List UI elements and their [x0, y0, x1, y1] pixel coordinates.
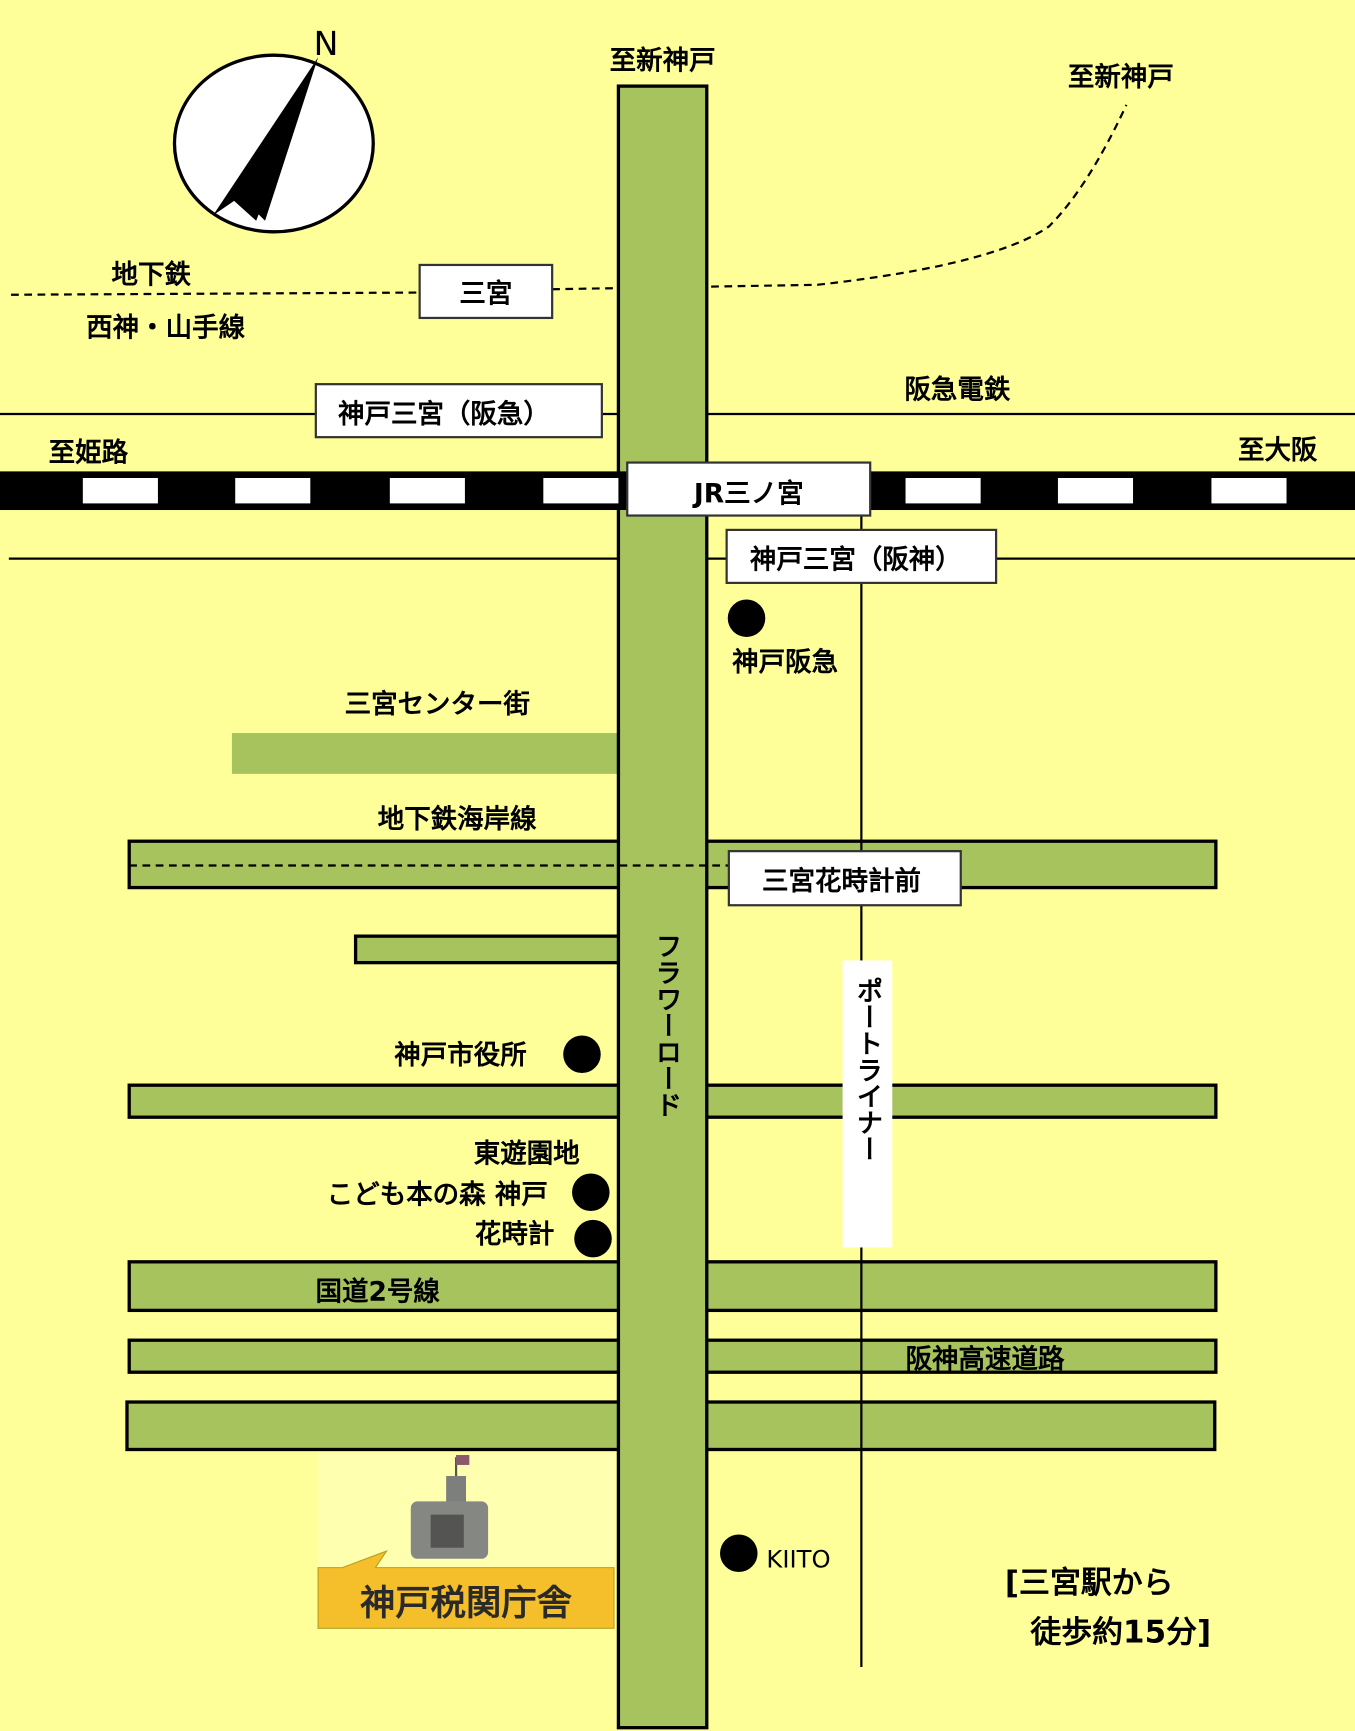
note-line2: 徒歩約15分] [1029, 1615, 1211, 1651]
station-sannomiya-subway: 三宮 [418, 263, 554, 320]
hanadokei-label: 花時計 [475, 1219, 554, 1250]
svg-text:三宮花時計前: 三宮花時計前 [762, 866, 921, 897]
city-hall-dot [563, 1035, 601, 1074]
flower-road [616, 84, 709, 1730]
kodomo-hon-no-mori-dot [572, 1173, 610, 1212]
svg-text:神戸三宮（阪神）: 神戸三宮（阪神） [750, 545, 962, 576]
port-liner-label: ポートライナー [851, 977, 882, 1162]
hanshin-expressway-label: 阪神高速道路 [906, 1344, 1065, 1375]
svg-text:JR三ノ宮: JR三ノ宮 [692, 478, 804, 509]
road-short [353, 934, 623, 965]
compass-icon: N [172, 24, 375, 234]
to-shinkobe-road: 至新神戸 [610, 46, 716, 77]
sannomiya-center-gai [231, 733, 621, 774]
to-himeji-label: 至姫路 [49, 437, 129, 468]
higashi-yuenchi-label: 東遊園地 [474, 1138, 580, 1169]
hanadokei-dot [574, 1219, 612, 1258]
customs-building: 神戸税関庁舎 [316, 1452, 616, 1630]
kobe-hankyu-label: 神戸阪急 [732, 647, 838, 678]
north-label: N [314, 24, 339, 63]
kaigan-line-label: 地下鉄海岸線 [378, 804, 537, 835]
kiito-dot [720, 1534, 758, 1573]
city-hall-label: 神戸市役所 [394, 1040, 526, 1071]
port-liner-label-box [842, 960, 893, 1248]
station-jr: JR三ノ宮 [626, 461, 872, 517]
building-icon [410, 1455, 489, 1559]
kobe-hankyu-dot [727, 599, 766, 637]
svg-text:神戸三宮（阪急）: 神戸三宮（阪急） [338, 399, 550, 430]
to-osaka-label: 至大阪 [1238, 435, 1318, 466]
seishin-yamate-label: 西神・山手線 [86, 313, 245, 344]
callout [317, 1549, 615, 1629]
flower-road-label: フラワーロード [650, 933, 681, 1118]
kiito-label: KIITO [766, 1545, 830, 1574]
customs-label: 神戸税関庁舎 [360, 1583, 573, 1624]
station-hanshin: 神戸三宮（阪神） [725, 528, 998, 584]
center-gai-label: 三宮センター街 [345, 689, 530, 720]
subway-label: 地下鉄 [112, 260, 192, 291]
to-shinkobe-subway: 至新神戸 [1068, 62, 1174, 93]
station-hankyu: 神戸三宮（阪急） [314, 383, 603, 439]
station-hanadokei-mae: 三宮花時計前 [727, 850, 962, 907]
kodomo-hon-no-mori-label: こども本の森 神戸 [327, 1179, 548, 1210]
note-line1: [三宮駅から [1005, 1565, 1174, 1601]
svg-text:三宮: 三宮 [459, 278, 512, 309]
route2-label: 国道2号線 [315, 1276, 440, 1307]
subway-seishin-yamate-line [11, 104, 1128, 296]
hankyu-railway-label: 阪急電鉄 [904, 375, 1010, 406]
